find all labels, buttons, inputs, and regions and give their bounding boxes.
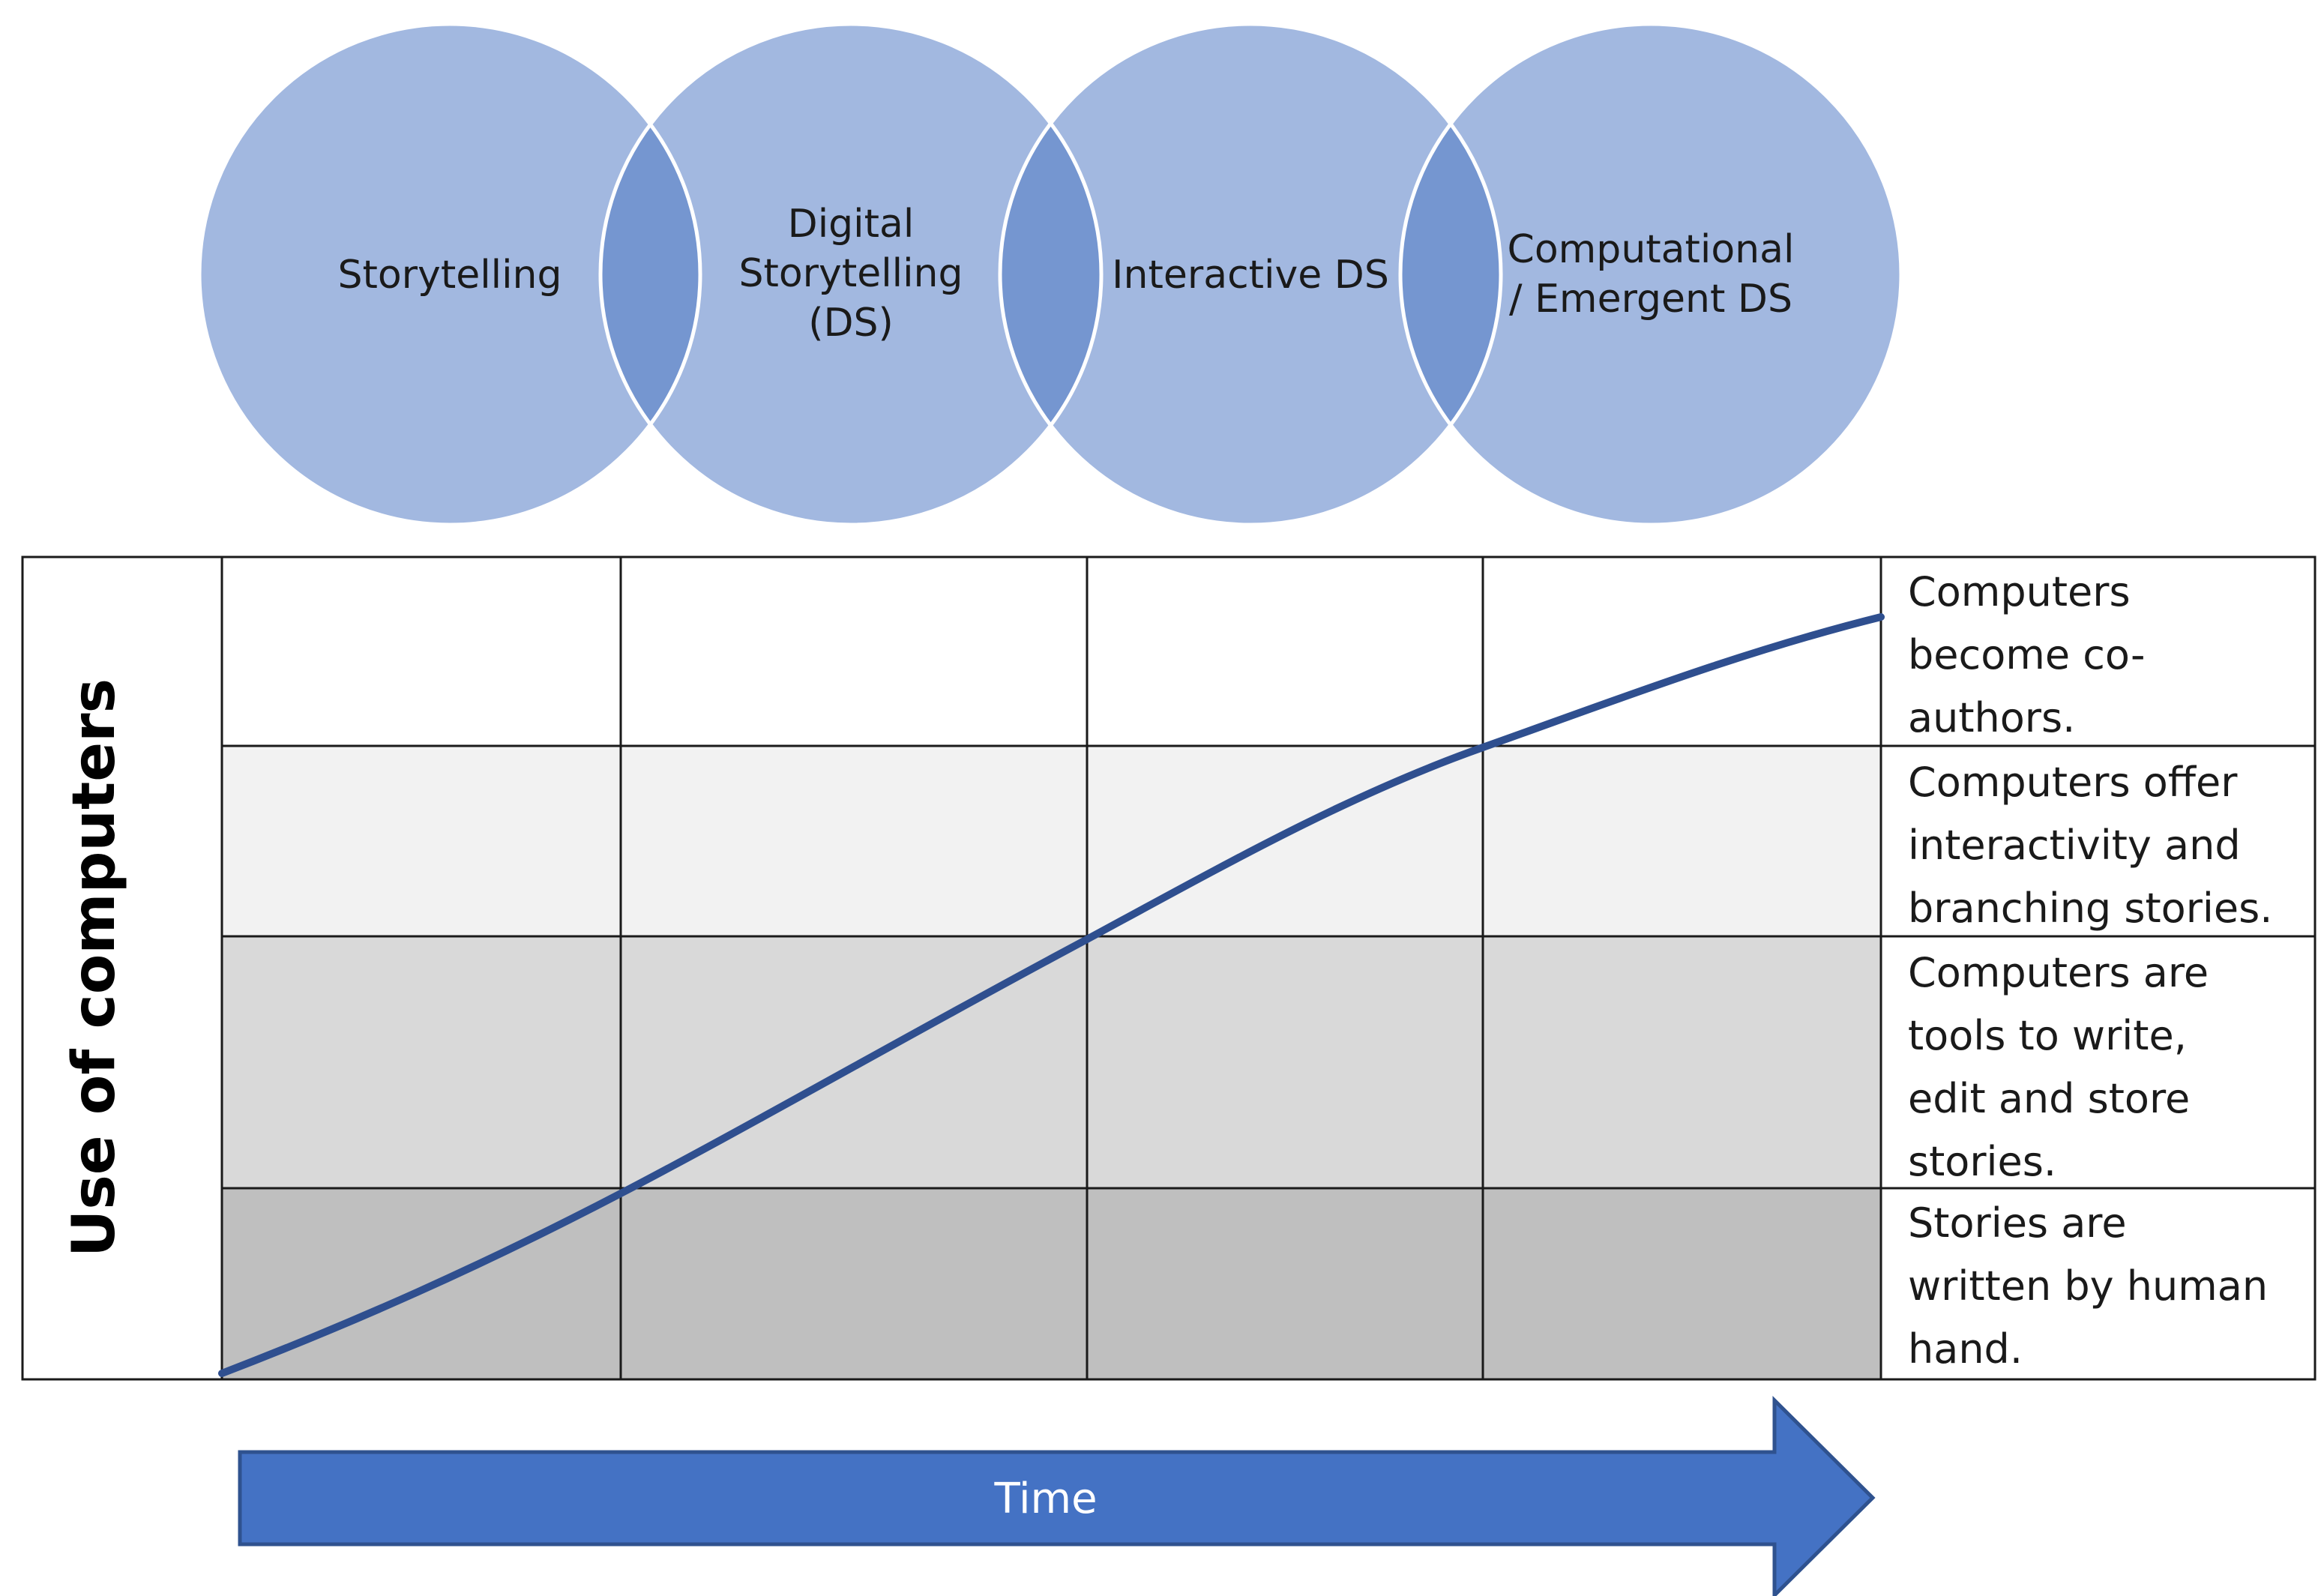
- level-text-line-3: edit and store: [1908, 1075, 2190, 1122]
- level-text-line-3: authors.: [1908, 694, 2075, 741]
- level-text-line-2: become co-: [1908, 631, 2145, 678]
- circle-outlines: [197, 22, 1903, 527]
- overlap-lens-1: [600, 124, 700, 424]
- stage-circle-storytelling: [199, 24, 700, 525]
- stage-label-line-1: Computational: [1508, 227, 1795, 272]
- level-text-line-3: hand.: [1908, 1325, 2023, 1373]
- level-text-line-1: Computers offer: [1908, 759, 2238, 806]
- stage-label-line-2: / Emergent DS: [1509, 277, 1792, 322]
- stage-label-line-2: Storytelling: [738, 251, 963, 296]
- table-grid: [21, 555, 2317, 1381]
- circle-outline-2: [598, 22, 1104, 527]
- level-text-line-1: Computers: [1908, 568, 2131, 615]
- stage-label-line-1: Digital: [788, 202, 915, 247]
- y-axis-label: Use of computers: [61, 678, 128, 1257]
- stage-circle-digital-storytelling: [600, 24, 1101, 525]
- table-border: [21, 555, 2317, 1381]
- level-bands: [222, 557, 1881, 1379]
- level-text-line-2: written by human: [1908, 1262, 2268, 1310]
- stage-circle-interactive-ds: [1000, 24, 1501, 525]
- stage-label-line-1: Interactive DS: [1112, 253, 1389, 298]
- circle-outline-4: [1398, 22, 1903, 527]
- stage-label-storytelling: Storytelling: [337, 253, 562, 298]
- growth-curve: [218, 613, 1885, 1377]
- level-text-co-authors: Computers become co-authors.: [1908, 568, 2145, 741]
- level-text-line-1: Computers are: [1908, 949, 2209, 996]
- stage-circle-computational-ds: [1400, 24, 1901, 525]
- stage-label-interactive-ds: Interactive DS: [1112, 253, 1389, 298]
- band-tools: [222, 936, 1881, 1188]
- band-interactivity: [222, 746, 1881, 936]
- stage-label-computational-ds: Computational / Emergent DS: [1508, 227, 1795, 322]
- level-text-human-hand: Stories are written by human hand.: [1908, 1199, 2268, 1373]
- level-text-line-1: Stories are: [1908, 1199, 2127, 1247]
- band-co-authors: [222, 557, 1881, 746]
- circle-outline-3: [998, 22, 1503, 527]
- level-text-tools: Computers are tools to write, edit and sto…: [1908, 949, 2209, 1185]
- level-text-interactivity: Computers offer interactivity and branchin…: [1908, 759, 2272, 932]
- overlap-lens-2: [1000, 123, 1101, 426]
- overlap-lens-3: [1400, 124, 1501, 425]
- stage-label-line-1: Storytelling: [337, 253, 562, 298]
- level-text-line-2: tools to write,: [1908, 1012, 2187, 1059]
- stage-label-line-3: (DS): [808, 301, 894, 346]
- band-human-hand: [222, 1188, 1881, 1379]
- level-text-line-3: branching stories.: [1908, 885, 2272, 932]
- stage-circles: [197, 22, 1903, 527]
- level-text-line-4: stories.: [1908, 1138, 2056, 1185]
- time-label: Time: [993, 1475, 1097, 1523]
- level-text-line-2: interactivity and: [1908, 822, 2241, 869]
- circle-outline-1: [197, 22, 702, 527]
- time-arrow: [238, 1395, 1876, 1596]
